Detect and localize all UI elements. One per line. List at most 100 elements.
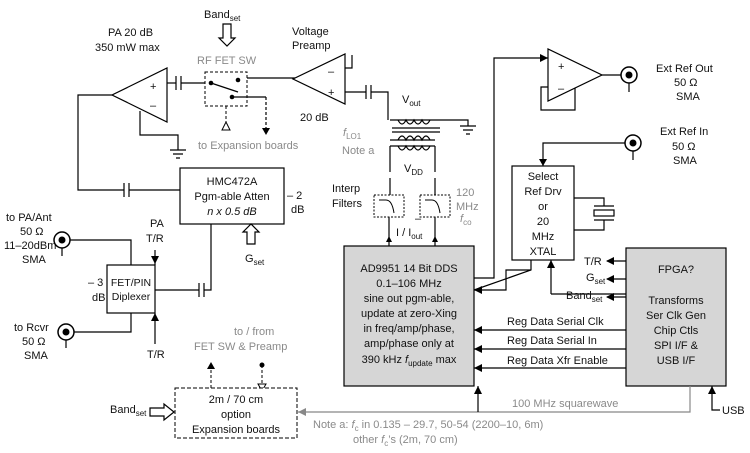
fpga-line-5: SPI I/F & (654, 340, 699, 352)
to-from-1: to / from (234, 326, 274, 338)
ad9951-dds-box (343, 245, 475, 387)
mhz120-label-2: MHz (456, 201, 479, 213)
band-set-left-label: Bandset (110, 404, 147, 418)
fpga-line-3: Ser Clk Gen (646, 310, 706, 322)
dds-line-5: in freq/amp/phase, (363, 323, 454, 335)
minus2-unit: dB (291, 204, 304, 216)
exp-line-3: Expansion boards (192, 424, 281, 436)
expansion-boards-box (174, 387, 298, 439)
fpga-line-2: Transforms (648, 295, 704, 307)
ext-ref-in-3: SMA (673, 155, 698, 167)
fpga-gset-label: Gset (586, 272, 606, 286)
svg-text:+: + (328, 87, 334, 99)
transformer (390, 118, 440, 151)
voltage-preamp-label-2: Preamp (292, 40, 331, 52)
interp-label-2: Filters (332, 198, 362, 210)
i-bar-label: – (415, 213, 422, 225)
dds-line-2: 0.1–106 MHz (376, 278, 441, 290)
gset-label: Gset (245, 253, 265, 267)
dds-line-6: amp/phase only at (364, 338, 454, 350)
select-ref-4: 20 (537, 216, 549, 228)
svg-text:+: + (150, 81, 156, 93)
sma-connector-icon (57, 323, 75, 341)
select-ref-6: XTAL (530, 246, 557, 258)
voltage-preamp-label-1: Voltage (292, 26, 329, 38)
fet-pin-label-2: Diplexer (112, 291, 151, 303)
band-set-top-label: Bandset (204, 9, 241, 23)
select-ref-1: Select (528, 171, 559, 183)
to-rcvr-3: SMA (24, 350, 49, 362)
ext-ref-out-1: Ext Ref Out (656, 63, 713, 75)
select-ref-box (511, 165, 575, 261)
minus2-label: – 2 (287, 190, 302, 202)
dds-line-4: update at zero-Xing (361, 308, 457, 320)
to-rcvr-1: to Rcvr (14, 322, 49, 334)
to-from-2: FET SW & Preamp (194, 341, 287, 353)
select-ref-5: MHz (532, 231, 555, 243)
fpga-tr-label: T/R (584, 256, 602, 268)
pa-tr-label-2: T/R (146, 233, 164, 245)
reg-xfr-label: Reg Data Xfr Enable (507, 355, 608, 367)
fpga-band-label: Bandset (566, 290, 603, 304)
to-expansion-label: to Expansion boards (198, 140, 299, 152)
fpga-line-1: FPGA? (658, 264, 694, 276)
pa-label-1: PA 20 dB (108, 27, 153, 39)
hmc-label-3: n x 0.5 dB (207, 206, 257, 218)
band-set-left-arrow-icon (149, 402, 175, 422)
fpga-box (625, 247, 727, 387)
rf-fet-sw-label: RF FET SW (197, 55, 257, 67)
filter-1 (373, 194, 405, 218)
dds-line-1: AD9951 14 Bit DDS (360, 263, 457, 275)
hmc-label-2: Pgm-able Atten (194, 191, 269, 203)
select-ref-2: Ref Drv (524, 186, 562, 198)
flo1-label: fLO1 (343, 127, 362, 141)
crystal-icon (574, 197, 615, 231)
fet-pin-label-1: FET/PIN (111, 277, 151, 289)
svg-text:–: – (328, 66, 335, 78)
to-pa-ant-4: SMA (22, 254, 47, 266)
reg-clk-label: Reg Data Serial Clk (507, 316, 604, 328)
select-ref-3: or (538, 201, 548, 213)
exp-line-2: option (221, 409, 251, 421)
mhz120-label-1: 120 (456, 187, 474, 199)
filter-2 (419, 194, 451, 218)
to-pa-ant-1: to PA/Ant (6, 212, 52, 224)
dds-line-3: sine out pgm-able, (364, 293, 455, 305)
hmc472a-box (179, 167, 285, 225)
preamp-gain-label: 20 dB (300, 112, 329, 124)
exp-line-1: 2m / 70 cm (209, 394, 263, 406)
sma-connector-icon (624, 134, 642, 152)
tr-bottom-label: T/R (147, 349, 165, 361)
svg-text:–: – (150, 100, 157, 112)
to-rcvr-2: 50 Ω (22, 336, 46, 348)
fet-pin-diplexer-box (106, 264, 156, 314)
fpga-line-6: USB I/F (657, 355, 696, 367)
svg-text:–: – (558, 83, 565, 95)
vout-label: Vout (402, 94, 421, 108)
voltage-preamp (291, 53, 346, 105)
ext-ref-in-2: 50 Ω (672, 141, 696, 153)
ext-ref-out-2: 50 Ω (674, 77, 698, 89)
band-set-arrow-icon (217, 23, 237, 47)
fpga-line-4: Chip Ctls (654, 325, 699, 337)
i-iout-label: I / Iout (396, 227, 423, 241)
note-bottom-1: Note a: fc in 0.135 – 29.7, 50-54 (2200–… (313, 419, 543, 433)
fco-label: fco (460, 213, 472, 227)
note-bottom-2: other fc’s (2m, 70 cm) (353, 434, 458, 448)
minus3-label-2: dB (92, 292, 105, 304)
sma-connector-icon (620, 66, 638, 84)
rf-fet-sw-box (204, 71, 248, 107)
pa-tr-label-1: PA (150, 218, 165, 230)
note-a-label: Note a (342, 145, 375, 157)
usb-label: USB (722, 405, 745, 417)
interp-label-1: Interp (332, 183, 360, 195)
squarewave-label: 100 MHz squarewave (512, 398, 618, 410)
reg-in-label: Reg Data Serial In (507, 335, 597, 347)
pa-amplifier: + – (110, 67, 168, 123)
to-pa-ant-2: 50 Ω (20, 226, 44, 238)
to-pa-ant-3: 11–20dBm (4, 240, 56, 252)
ext-ref-out-3: SMA (676, 91, 701, 103)
vdd-label: VDD (404, 163, 423, 177)
hmc-label-1: HMC472A (207, 176, 258, 188)
